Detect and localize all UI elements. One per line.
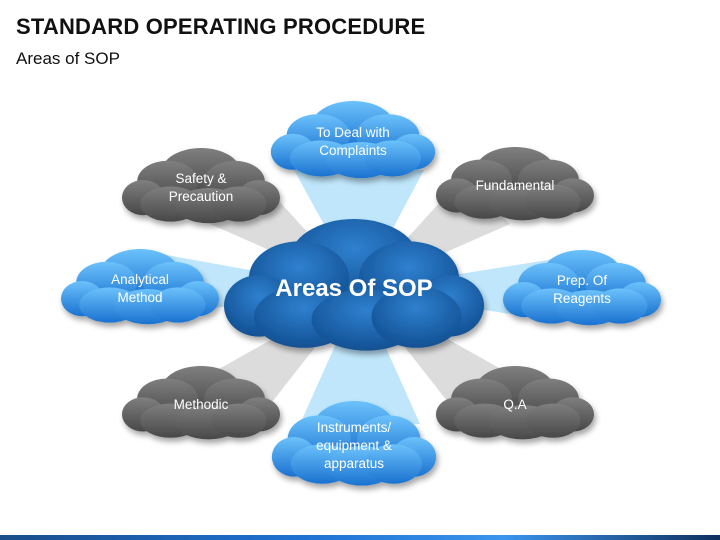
- cloud-label-qa: Q.A: [503, 396, 527, 412]
- cloud-center: [224, 219, 484, 351]
- cloud-analytical: [60, 249, 220, 325]
- cloud-instruments: [271, 401, 437, 486]
- cloud-label-reagents: Prep. Of Reagents: [553, 272, 611, 306]
- cloud-label-fundamental: Fundamental: [475, 177, 555, 193]
- cloud-label-instruments: Instruments/ equipment & apparatus: [316, 419, 392, 472]
- footer-bar: [0, 535, 720, 540]
- ray-instruments: [300, 290, 420, 424]
- cloud-label-safety: Safety & Precaution: [168, 170, 234, 204]
- page-title: STANDARD OPERATING PROCEDURE: [16, 14, 426, 39]
- cloud-complaints: [270, 101, 436, 179]
- cloud-fundamental: [435, 147, 595, 221]
- cloud-label-analytical: Analytical Method: [111, 271, 169, 305]
- center-cloud-label: Areas Of SOP: [275, 274, 433, 302]
- cloud-safety: [121, 148, 281, 224]
- cloud-reagents: [502, 250, 662, 326]
- cloud-label-methodic: Methodic: [173, 396, 229, 412]
- cloud-methodic: [121, 366, 281, 440]
- cloud-qa: [435, 366, 595, 440]
- page-subtitle: Areas of SOP: [16, 49, 120, 68]
- cloud-label-complaints: To Deal with Complaints: [316, 124, 390, 158]
